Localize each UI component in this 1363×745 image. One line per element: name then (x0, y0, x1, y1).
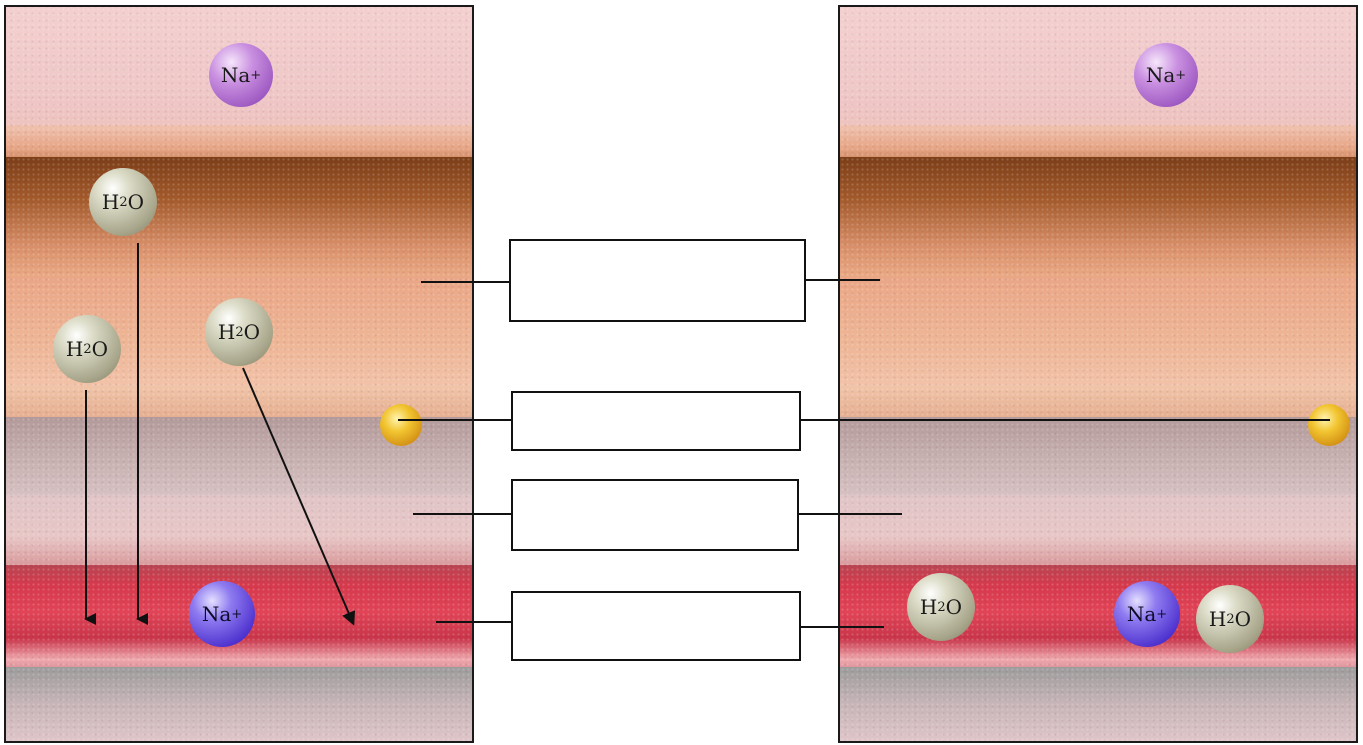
sodium-ion-icon: Na+ (209, 43, 273, 107)
label-box-4[interactable] (511, 591, 801, 661)
gold-particle-icon (380, 404, 422, 446)
sodium-ion-icon: Na+ (1114, 581, 1180, 647)
gold-particle-icon (1308, 404, 1350, 446)
sodium-ion-icon: Na+ (189, 581, 255, 647)
sodium-ion-icon: Na+ (1134, 43, 1198, 107)
label-box-3[interactable] (511, 479, 799, 551)
label-box-1[interactable] (509, 239, 806, 322)
label-box-2[interactable] (511, 391, 801, 451)
